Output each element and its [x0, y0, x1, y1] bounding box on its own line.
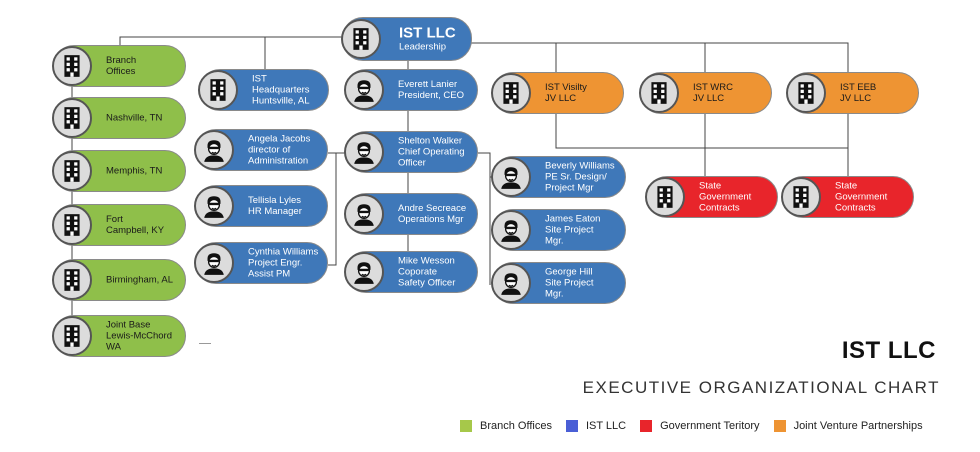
- node-label: Angela Jacobs director of Administration: [248, 133, 311, 167]
- person-icon: [491, 157, 531, 197]
- stray-mark: [199, 343, 211, 344]
- person-icon: [491, 210, 531, 250]
- node-label: Nashville, TN: [106, 112, 163, 124]
- chart-title: IST LLC: [841, 337, 936, 364]
- legend-label: IST LLC: [585, 420, 627, 432]
- node-label: Branch Offices: [106, 55, 137, 77]
- node-label: Andre Secreace Operations Mgr: [398, 203, 467, 225]
- legend-label: Branch Offices: [480, 420, 552, 432]
- government-contract-node[interactable]: State Government Contracts: [645, 176, 778, 218]
- legend-item-government: Government Teritory: [640, 420, 760, 432]
- joint-venture-node[interactable]: IST WRC JV LLC: [639, 72, 772, 114]
- chart-subtitle: EXECUTIVE ORGANIZATIONAL CHART: [582, 378, 940, 397]
- node-label: Tellisla Lyles HR Manager: [248, 195, 302, 217]
- staff-node[interactable]: Cynthia Williams Project Engr. Assist PM: [194, 242, 328, 284]
- leadership-title: IST LLC: [399, 24, 456, 42]
- node-label: Fort Campbell, KY: [106, 214, 165, 236]
- node-label: George Hill Site Project Mgr.: [545, 266, 594, 300]
- node-label: Beverly Williams PE Sr. Design/ Project …: [545, 160, 615, 194]
- legend-label: Joint Venture Partnerships: [793, 420, 923, 432]
- government-contract-node[interactable]: State Government Contracts: [781, 176, 914, 218]
- legend-swatch: [640, 420, 653, 432]
- node-label: Cynthia Williams Project Engr. Assist PM: [248, 246, 319, 280]
- node-label: Shelton Walker Chief Operating Officer: [398, 135, 465, 169]
- legend-item-joint-venture: Joint Venture Partnerships: [773, 420, 923, 432]
- joint-venture-node[interactable]: IST EEB JV LLC: [786, 72, 919, 114]
- node-label: Everett Lanier President, CEO: [398, 79, 464, 101]
- person-icon: [491, 263, 531, 303]
- building-icon: [52, 260, 92, 300]
- building-icon: [52, 46, 92, 86]
- node-label: James Eaton Site Project Mgr.: [545, 213, 601, 247]
- person-icon: [194, 130, 234, 170]
- building-icon: [52, 151, 92, 191]
- headquarters-node[interactable]: IST Headquarters Huntsville, AL: [198, 69, 329, 111]
- node-label: State Government Contracts: [835, 180, 888, 214]
- project-staff-node[interactable]: Beverly Williams PE Sr. Design/ Project …: [491, 156, 626, 198]
- building-icon: [52, 98, 92, 138]
- executive-node[interactable]: Andre Secreace Operations Mgr: [344, 193, 478, 235]
- person-icon: [194, 186, 234, 226]
- project-staff-node[interactable]: George Hill Site Project Mgr.: [491, 262, 626, 304]
- legend-swatch: [460, 420, 472, 432]
- person-icon: [344, 252, 384, 292]
- branch-office-node[interactable]: Branch Offices: [52, 45, 186, 87]
- node-label: IST EEB JV LLC: [840, 82, 877, 104]
- legend-label: Government Teritory: [660, 420, 760, 432]
- staff-node[interactable]: Angela Jacobs director of Administration: [194, 129, 328, 171]
- node-label: IST WRC JV LLC: [693, 82, 733, 104]
- executive-node[interactable]: Mike Wesson Coporate Safety Officer: [344, 251, 478, 293]
- building-icon: [639, 73, 679, 113]
- branch-office-node[interactable]: Memphis, TN: [52, 150, 186, 192]
- building-icon: [781, 177, 821, 217]
- executive-node[interactable]: Shelton Walker Chief Operating Officer: [344, 131, 478, 173]
- node-label: IST Visilty JV LLC: [545, 82, 587, 104]
- legend-item-ist: IST LLC: [565, 420, 627, 432]
- branch-office-node[interactable]: Nashville, TN: [52, 97, 186, 139]
- staff-node[interactable]: Tellisla Lyles HR Manager: [194, 185, 328, 227]
- node-label: Birmingham, AL: [106, 274, 174, 286]
- project-staff-node[interactable]: James Eaton Site Project Mgr.: [491, 209, 626, 251]
- building-icon: [198, 70, 238, 110]
- building-icon: [52, 316, 92, 356]
- branch-office-node[interactable]: Joint Base Lewis-McChord WA: [52, 315, 186, 357]
- building-icon: [645, 177, 685, 217]
- leadership-subtitle: Leadership: [399, 41, 447, 53]
- node-label: Mike Wesson Coporate Safety Officer: [398, 255, 456, 289]
- building-icon: [341, 19, 381, 59]
- legend-swatch: [565, 420, 578, 432]
- person-icon: [194, 243, 234, 283]
- legend-item-branch: Branch Offices: [460, 420, 552, 432]
- person-icon: [344, 194, 384, 234]
- legend: Branch Offices IST LLC Government Terito…: [460, 420, 937, 432]
- branch-office-node[interactable]: Birmingham, AL: [52, 259, 186, 301]
- building-icon: [786, 73, 826, 113]
- person-icon: [344, 70, 384, 110]
- joint-venture-node[interactable]: IST Visilty JV LLC: [491, 72, 624, 114]
- legend-swatch: [773, 420, 786, 432]
- node-label: State Government Contracts: [699, 180, 752, 214]
- executive-node[interactable]: Everett Lanier President, CEO: [344, 69, 478, 111]
- node-label: IST Headquarters Huntsville, AL: [252, 73, 310, 107]
- node-label: Joint Base Lewis-McChord WA: [106, 319, 172, 353]
- node-label: Memphis, TN: [106, 165, 163, 177]
- branch-office-node[interactable]: Fort Campbell, KY: [52, 204, 186, 246]
- building-icon: [52, 205, 92, 245]
- person-icon: [344, 132, 384, 172]
- building-icon: [491, 73, 531, 113]
